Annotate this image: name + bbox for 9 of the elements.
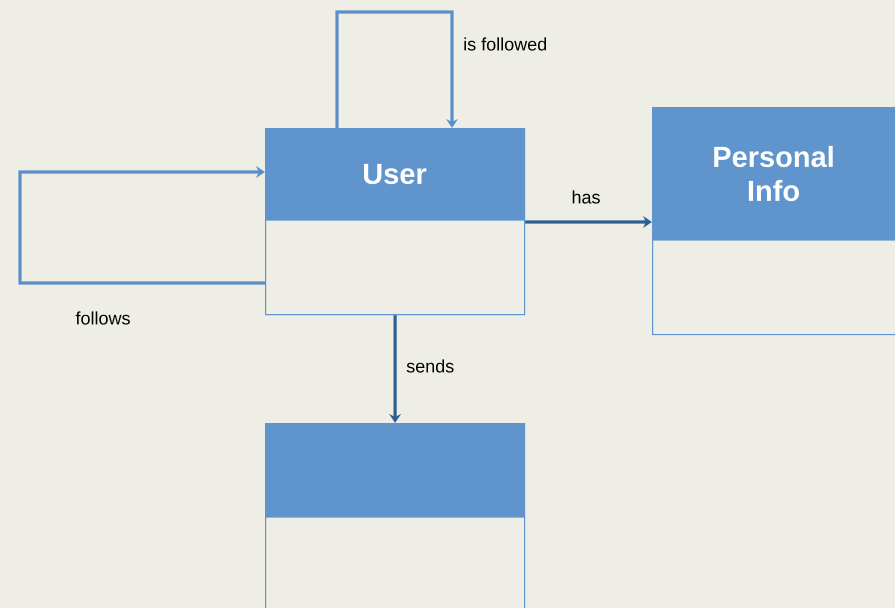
edge-label: has bbox=[570, 189, 602, 205]
class-box: Personal Info bbox=[652, 107, 895, 336]
class-box: User bbox=[265, 128, 526, 316]
edge-label: follows bbox=[74, 310, 132, 326]
edge-label: is followed bbox=[462, 36, 548, 52]
edge-label: sends bbox=[405, 358, 456, 374]
arrow bbox=[18, 166, 265, 285]
class-box bbox=[265, 423, 526, 608]
arrow bbox=[335, 10, 458, 128]
